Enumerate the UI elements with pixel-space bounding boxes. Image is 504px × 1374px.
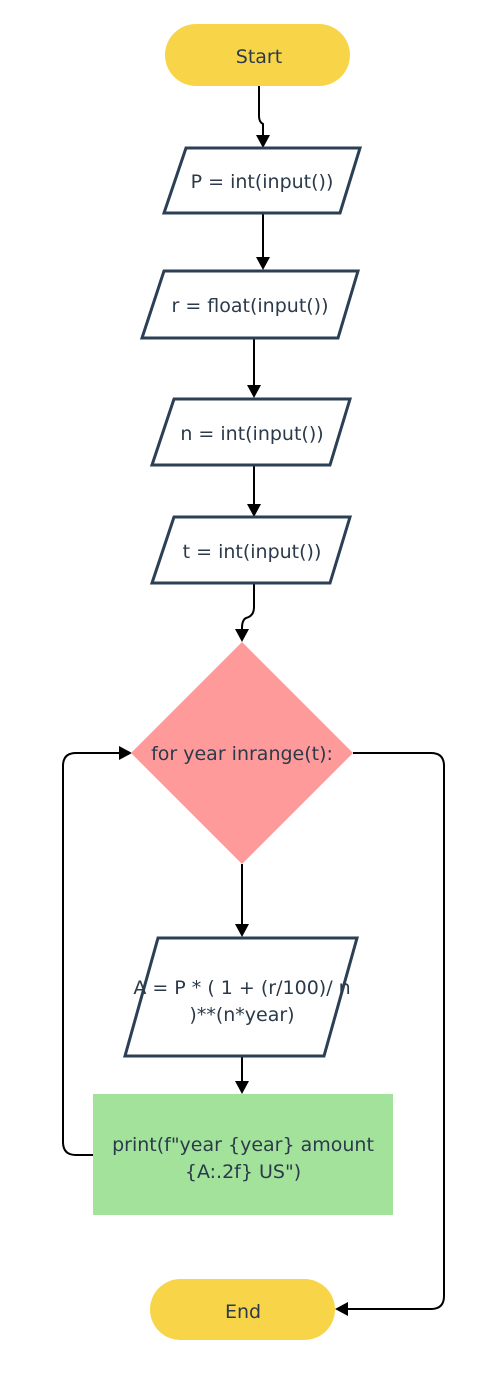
end-terminal-shape <box>150 1279 335 1340</box>
print-label-line2: {A:.2f} US") <box>185 1161 301 1183</box>
input-p-node: P = int(input()) <box>161 146 363 215</box>
input-p-shape <box>161 146 363 215</box>
arrowhead-print <box>235 1081 249 1094</box>
input-t-node: t = int(input()) <box>149 515 353 585</box>
compute-shape <box>123 936 359 1058</box>
edge-print-loop-back <box>62 752 124 1156</box>
end-terminal: End <box>150 1279 335 1340</box>
input-r-label: r = float(input()) <box>171 295 328 317</box>
start-terminal-shape <box>165 24 350 86</box>
arrowhead-end <box>335 1302 348 1316</box>
arrowhead-input-t <box>247 504 261 517</box>
edge-loop-exit-to-end <box>343 752 445 1310</box>
input-n-shape <box>149 397 353 467</box>
print-label-line1: print(f"year {year} amount <box>112 1134 374 1156</box>
loop-decision-label: for year inrange(t): <box>151 743 333 765</box>
input-t-shape <box>149 515 353 585</box>
input-n-label: n = int(input()) <box>180 423 323 445</box>
arrowhead-input-n <box>247 385 261 398</box>
edge-input-t-to-loop <box>241 583 255 634</box>
start-terminal: Start <box>165 24 350 86</box>
input-p-label: P = int(input()) <box>191 171 334 193</box>
arrowhead-loop <box>235 629 249 642</box>
arrowhead-compute <box>235 924 249 937</box>
arrowhead-input-r <box>256 257 270 270</box>
print-node: print(f"year {year} amount {A:.2f} US") <box>93 1094 393 1215</box>
loop-decision: for year inrange(t): <box>131 642 353 864</box>
input-n-node: n = int(input()) <box>149 397 353 467</box>
input-r-shape <box>139 269 361 340</box>
input-t-label: t = int(input()) <box>183 541 322 563</box>
print-shape <box>93 1094 393 1215</box>
compute-node: A = P * ( 1 + (r/100)/ n )**(n*year) <box>123 936 359 1058</box>
edges <box>62 86 445 1316</box>
compute-label-line2: )**(n*year) <box>189 1004 294 1026</box>
start-label: Start <box>236 46 282 68</box>
compute-label-line1: A = P * ( 1 + (r/100)/ n <box>133 977 350 999</box>
input-r-node: r = float(input()) <box>139 269 361 340</box>
arrowhead-input-p <box>256 135 270 148</box>
end-label: End <box>225 1301 261 1323</box>
edge-start-to-input-p <box>258 86 264 139</box>
loop-decision-shape <box>131 642 353 864</box>
arrowhead-loop-back <box>119 746 132 760</box>
